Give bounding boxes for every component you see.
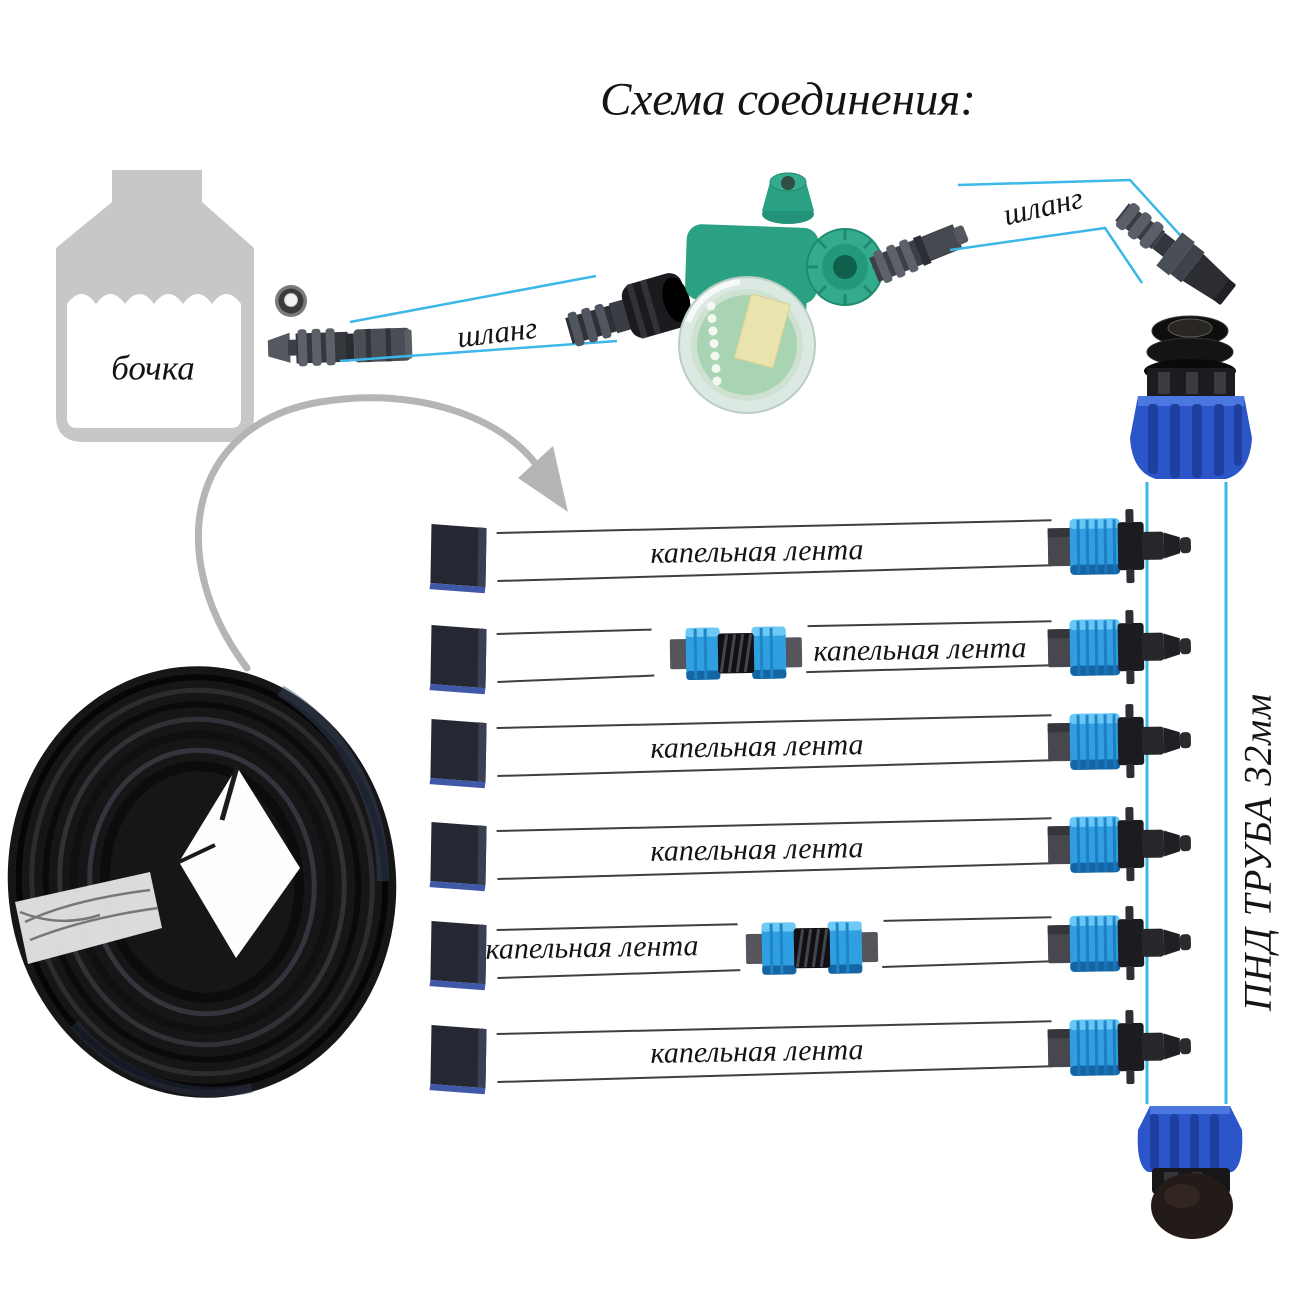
drip-tape-label-3: капельная лента [650,728,864,765]
drip-tape-label-4: капельная лента [650,831,864,868]
flow-arrow [194,394,568,672]
drip-row-5 [428,905,1192,992]
timer-hose-nut [806,228,884,306]
pipe-end-plug [1137,1106,1243,1239]
hose-barb-fitting [1115,203,1236,305]
tape-coupler [744,919,880,977]
pnd-pipe-lines [1145,482,1228,1104]
barrel-label: бочка [111,348,195,388]
coil-tape-wrap [15,872,162,964]
drip-tape-label-1: капельная лента [650,533,864,570]
pipe-compression-coupling [1130,315,1252,479]
drip-tape-label-6: капельная лента [650,1033,864,1070]
drip-row-1 [428,508,1192,595]
barrel-graphic [56,170,254,442]
drip-tape-label-2: капельная лента [813,631,1027,668]
timer-nozzle-cap [762,172,814,224]
drip-row-3 [428,703,1192,790]
pipe-label: ПНД ТРУБА 32мм [1236,692,1280,1012]
drip-row-4 [428,806,1192,893]
timer-display [678,276,816,414]
timer-inlet-fitting [565,273,691,347]
barrel-outlet-washer-icon [275,285,307,317]
drip-row-6 [428,1009,1192,1096]
hose-lines-right [949,178,1181,284]
timer-outlet-fitting [869,224,969,283]
diagram-title: Схема соединения: [600,73,976,126]
barrel-water-level [67,294,241,428]
barrel-outlet-fitting [267,327,413,367]
tape-coupler [668,624,804,682]
drip-row-2 [428,609,1192,696]
flow-arrowhead [518,446,568,512]
drip-tape-coil [7,666,397,1098]
drip-tape-label-5: капельная лента [485,929,699,966]
hose-lines-left [339,274,618,363]
timer-valve [565,172,969,414]
coil-center-hole [179,767,300,958]
